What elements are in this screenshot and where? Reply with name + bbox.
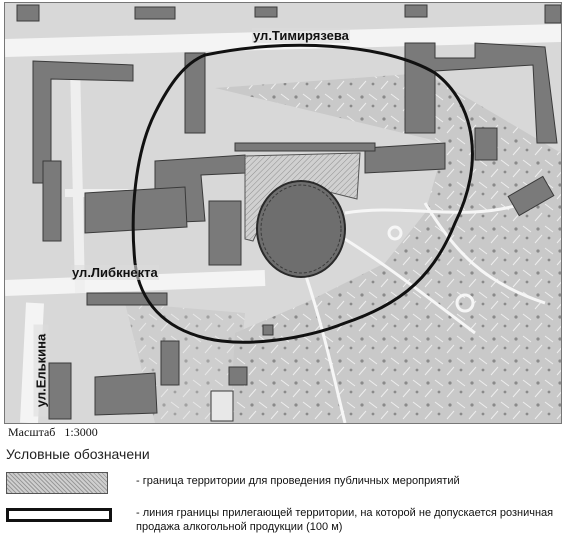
- buildings: [16, 4, 561, 422]
- legend-item-territory: - граница территории для проведения публ…: [136, 475, 460, 487]
- legend-title: Условные обозначени: [6, 446, 150, 462]
- scale-value: 1:3000: [64, 425, 98, 439]
- street-label-timiryazeva: ул.Тимирязева: [252, 28, 350, 43]
- legend-swatch-territory: [6, 472, 108, 494]
- round-building: [256, 180, 346, 278]
- park-paths: [303, 201, 546, 423]
- map-drawing: [5, 3, 561, 423]
- road-elkina: [20, 302, 44, 423]
- scale: Масштаб 1:3000: [8, 425, 98, 440]
- legend-swatch-boundary: [6, 508, 112, 522]
- road-libknekhta: [5, 270, 266, 296]
- road-inner-west: [70, 62, 85, 294]
- scale-label: Масштаб: [8, 425, 56, 439]
- street-label-elkina: ул.Елькина: [33, 324, 49, 417]
- map-area[interactable]: ул.Тимирязева ул.Либкнекта ул.Елькина: [4, 2, 562, 424]
- street-label-libknekhta: ул.Либкнекта: [71, 265, 159, 280]
- boundary-100m-line: [131, 43, 474, 344]
- legend-item-boundary: - линия границы прилегающей территории, …: [136, 507, 554, 533]
